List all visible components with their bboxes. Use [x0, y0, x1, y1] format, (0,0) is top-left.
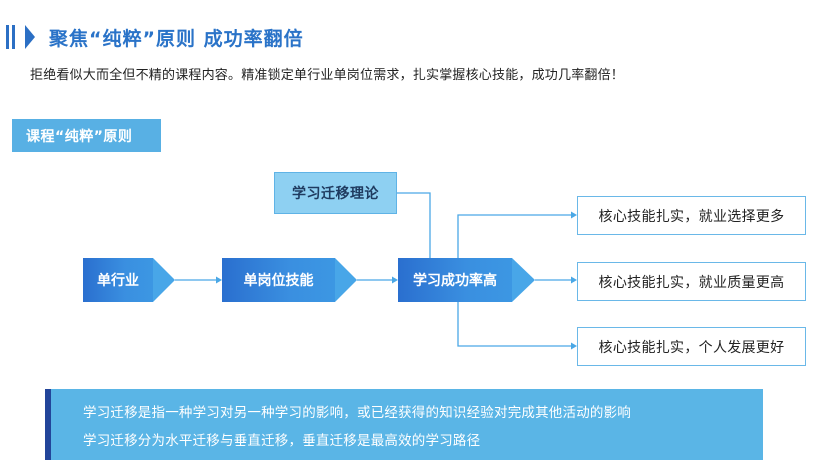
section-tag: 课程“纯粹”原则 — [12, 119, 161, 152]
note-line: 学习迁移是指一种学习对另一种学习的影响，或已经获得的知识经验对完成其他活动的影响 — [83, 405, 631, 421]
node-1-chevron-icon — [153, 258, 175, 302]
header-arrow-icon — [25, 25, 35, 49]
arrow-head-icon — [571, 211, 577, 219]
flow-node-label: 学习成功率高 — [413, 273, 497, 289]
theory-box: 学习迁移理论 — [274, 172, 397, 214]
arrow-head-icon — [571, 276, 577, 284]
note-panel: 学习迁移是指一种学习对另一种学习的影响，或已经获得的知识经验对完成其他活动的影响… — [45, 389, 763, 460]
flow-node-label: 单岗位技能 — [243, 273, 314, 289]
outcome-box: 核心技能扎实，个人发展更好 — [577, 327, 806, 366]
page-subtitle: 拒绝看似大而全但不精的课程内容。精准锁定单行业单岗位需求，扎实掌握核心技能，成功… — [30, 68, 625, 83]
node-3-chevron-icon — [512, 258, 535, 302]
flow-node-industry: 单行业 — [83, 258, 153, 302]
flow-node-skill: 单岗位技能 — [222, 258, 335, 302]
note-line: 学习迁移分为水平迁移与垂直迁移，垂直迁移是最高效的学习路径 — [83, 433, 481, 449]
page-title: 聚焦“纯粹”原则 成功率翻倍 — [49, 27, 304, 50]
arrow-head-icon — [216, 276, 222, 284]
flow-node-label: 单行业 — [97, 273, 139, 289]
flow-node-success: 学习成功率高 — [398, 258, 512, 302]
outcome-box: 核心技能扎实，就业选择更多 — [577, 196, 806, 235]
page-header: 聚焦“纯粹”原则 成功率翻倍 — [6, 22, 304, 52]
arrow-head-icon — [571, 342, 577, 350]
outcome-box: 核心技能扎实，就业质量更高 — [577, 262, 806, 301]
header-bars-icon — [6, 25, 15, 49]
node-2-chevron-icon — [335, 258, 357, 302]
arrow-head-icon — [392, 276, 398, 284]
